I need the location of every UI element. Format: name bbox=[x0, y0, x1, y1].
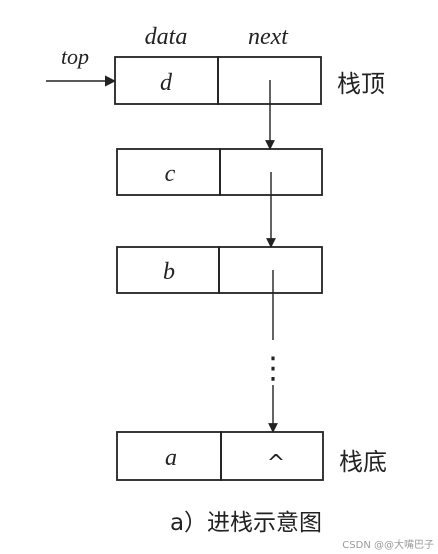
node-data-value: c bbox=[165, 161, 176, 187]
stack-node: b bbox=[116, 246, 323, 294]
header-data: data bbox=[145, 24, 188, 50]
header-next: next bbox=[248, 24, 289, 50]
stack-node-bottom: a ^ bbox=[116, 431, 324, 481]
watermark-text: CSDN @@大嘴巴子 bbox=[342, 538, 434, 551]
null-pointer-symbol: ^ bbox=[267, 451, 285, 476]
ellipsis-indicator: ⋮ bbox=[258, 351, 288, 386]
stack-node-top: d bbox=[114, 56, 322, 105]
figure-caption: a）进栈示意图 bbox=[170, 510, 322, 536]
node-next-cell bbox=[218, 246, 323, 294]
top-pointer-label: top bbox=[61, 44, 89, 69]
stack-bottom-label: 栈底 bbox=[339, 448, 387, 476]
node-data-value: d bbox=[160, 70, 173, 96]
node-data-value: b bbox=[163, 259, 175, 285]
stack-node: c bbox=[116, 148, 323, 196]
stack-top-label: 栈顶 bbox=[337, 70, 385, 98]
node-data-value: a bbox=[165, 445, 177, 471]
node-next-cell bbox=[220, 431, 324, 481]
